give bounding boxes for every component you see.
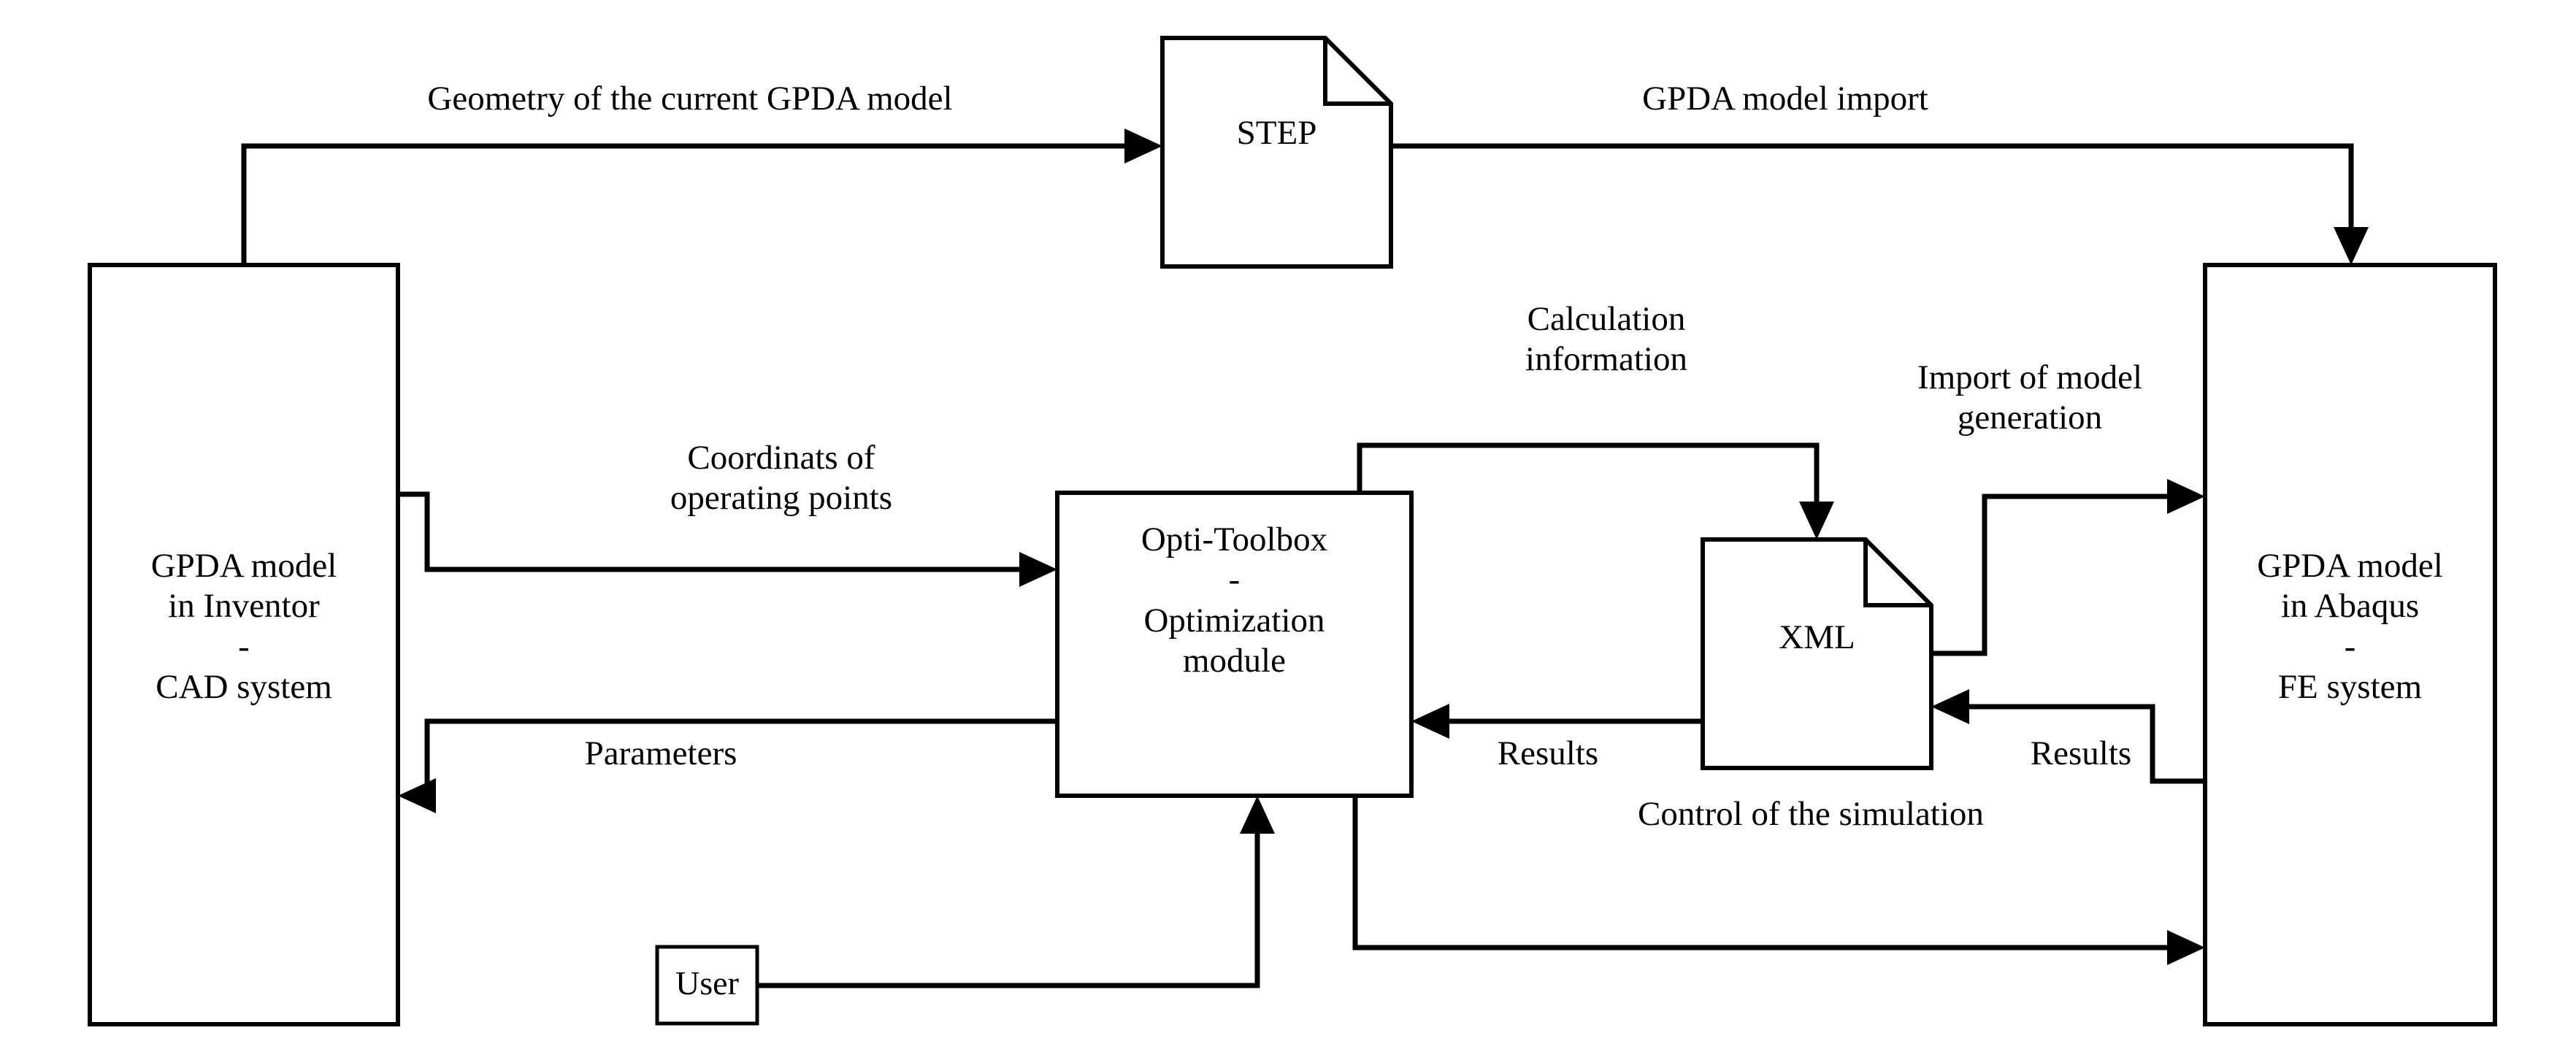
node-gpda-inventor[interactable] <box>88 263 400 1026</box>
edge-label-results-xml-to-opti: Results <box>1497 734 1599 772</box>
edge-label-geometry-of-current-gpda-model: Geometry of the current GPDA model <box>427 80 953 118</box>
edge-geometry-of-current-gpda-model[interactable] <box>241 128 1162 265</box>
node-xml-document[interactable] <box>1701 537 1933 770</box>
edge-label-coordinats-of-operating-points: Coordinats of operating points <box>670 439 893 518</box>
edge-results-xml-to-opti[interactable] <box>1411 704 1703 739</box>
edge-calculation-information[interactable] <box>1357 442 1834 539</box>
edge-label-results-abaqus-to-xml: Results <box>2030 734 2132 772</box>
node-user[interactable] <box>655 945 759 1026</box>
edge-coordinats-of-operating-points[interactable] <box>398 491 1057 587</box>
edge-label-import-of-model-generation: Import of model generation <box>1917 358 2143 437</box>
edge-control-of-the-simulation[interactable] <box>1352 796 2205 965</box>
edge-label-parameters: Parameters <box>584 734 737 772</box>
edge-results-abaqus-to-xml[interactable] <box>1931 689 2205 784</box>
edge-parameters[interactable] <box>398 718 1057 813</box>
edge-label-calculation-information: Calculation information <box>1525 300 1687 379</box>
edge-import-of-model-generation[interactable] <box>1931 479 2205 656</box>
edge-user-to-opti-toolbox[interactable] <box>757 796 1275 988</box>
node-gpda-abaqus[interactable] <box>2203 263 2497 1026</box>
edge-gpda-model-import[interactable] <box>1391 143 2369 265</box>
edge-label-control-of-the-simulation: Control of the simulation <box>1638 795 1984 833</box>
node-step-document[interactable] <box>1160 36 1393 269</box>
node-opti-toolbox[interactable] <box>1055 491 1414 798</box>
edge-label-gpda-model-import: GPDA model import <box>1642 80 1928 118</box>
